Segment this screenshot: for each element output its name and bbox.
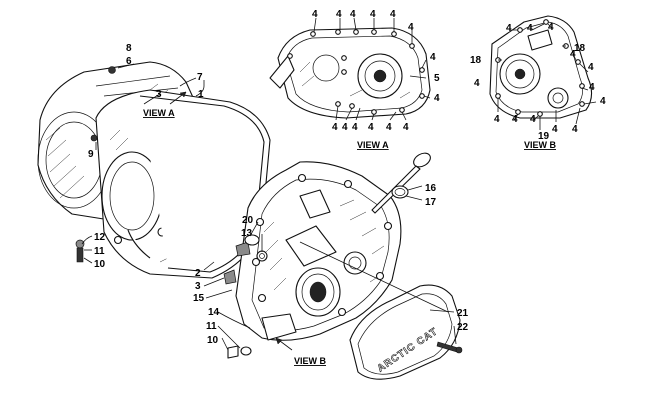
callout-4: 4 xyxy=(494,114,500,125)
callout-2: 2 xyxy=(195,268,201,279)
view-a-bolt-leaders xyxy=(313,17,431,121)
callout-4: 4 xyxy=(403,122,409,133)
callout-22: 22 xyxy=(457,322,469,333)
callout-10b: 10 xyxy=(207,335,219,346)
callout-17: 17 xyxy=(425,197,437,208)
callout-9: 9 xyxy=(88,149,94,160)
callout-4: 4 xyxy=(548,22,554,33)
callout-1: 1 xyxy=(198,89,204,100)
callout-4: 4 xyxy=(572,124,578,135)
callout-4: 4 xyxy=(530,114,536,125)
callout-3b: 3 xyxy=(195,281,201,292)
callout-4: 4 xyxy=(352,122,358,133)
callout-6: 6 xyxy=(126,56,132,67)
callout-13: 13 xyxy=(241,228,253,239)
callout-19: 19 xyxy=(538,131,550,142)
callout-10a: 10 xyxy=(94,259,106,270)
callout-11b: 11 xyxy=(206,321,217,332)
view-a-bolt-callouts: 4 4 4 4 4 4 4 4 4 4 4 4 4 4 xyxy=(312,9,440,133)
view-a-inset xyxy=(269,27,431,119)
callout-14: 14 xyxy=(208,307,220,318)
view-b-bolt-callouts: 4 4 4 4 4 4 4 4 4 4 4 4 4 xyxy=(474,22,606,135)
callout-4: 4 xyxy=(570,49,576,60)
callout-4: 4 xyxy=(408,22,414,33)
callout-4: 4 xyxy=(386,122,392,133)
o-ring xyxy=(391,185,409,199)
callout-numbers: 1 2 3 3 5 6 7 8 9 10 10 11 11 12 13 14 1… xyxy=(88,43,586,346)
callout-3a: 3 xyxy=(156,89,162,100)
callout-4: 4 xyxy=(506,23,512,34)
callout-4: 4 xyxy=(430,52,436,63)
callout-4: 4 xyxy=(512,114,518,125)
callout-4: 4 xyxy=(588,62,594,73)
view-a-caption: VIEW A xyxy=(357,140,389,150)
callout-4: 4 xyxy=(589,82,595,93)
small-parts xyxy=(75,66,463,359)
dipstick xyxy=(371,152,431,214)
view-b-caption: VIEW B xyxy=(524,140,557,150)
view-b-bolt-leaders xyxy=(497,23,597,125)
callout-4: 4 xyxy=(350,9,356,20)
callout-8: 8 xyxy=(126,43,132,54)
callout-21: 21 xyxy=(457,308,469,319)
callout-20: 20 xyxy=(242,215,254,226)
view-a-marker: VIEW A xyxy=(142,91,187,118)
callout-4: 4 xyxy=(390,9,396,20)
gasket xyxy=(127,95,265,273)
callout-11a: 11 xyxy=(94,246,105,257)
callout-7: 7 xyxy=(197,72,203,83)
callout-12: 12 xyxy=(94,232,106,243)
callout-16: 16 xyxy=(425,183,437,194)
callout-15: 15 xyxy=(193,293,205,304)
callout-18a: 18 xyxy=(470,55,482,66)
view-b-marker-label: VIEW B xyxy=(294,356,327,366)
leader-lines xyxy=(81,45,566,351)
callout-4: 4 xyxy=(434,93,440,104)
callout-4: 4 xyxy=(342,122,348,133)
callout-4: 4 xyxy=(474,78,480,89)
callout-4: 4 xyxy=(312,9,318,20)
callout-4: 4 xyxy=(368,122,374,133)
callout-18b: 18 xyxy=(574,43,586,54)
callout-4: 4 xyxy=(600,96,606,107)
view-b-marker: VIEW B xyxy=(275,337,327,366)
callout-4: 4 xyxy=(336,9,342,20)
callout-4: 4 xyxy=(527,23,533,34)
callout-4: 4 xyxy=(552,124,558,135)
callout-5: 5 xyxy=(434,73,440,84)
callout-4: 4 xyxy=(332,122,338,133)
callout-4: 4 xyxy=(370,9,376,20)
view-a-marker-label: VIEW A xyxy=(143,108,175,118)
